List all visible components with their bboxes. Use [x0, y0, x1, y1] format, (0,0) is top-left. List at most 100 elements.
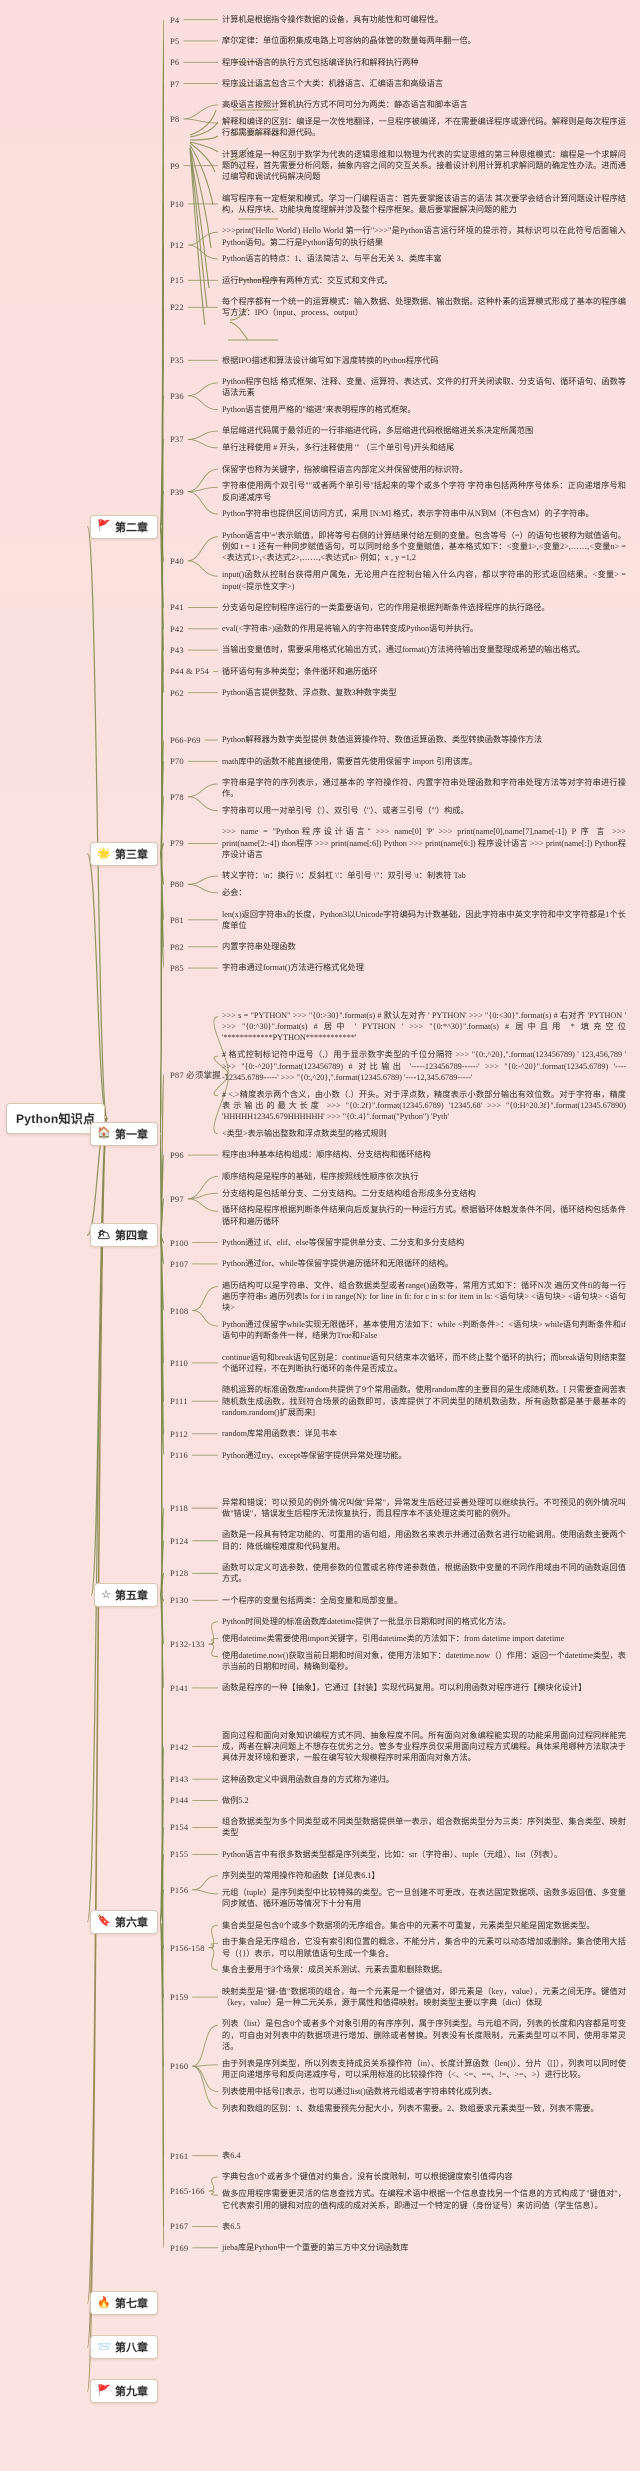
chapter-node-9[interactable]: 🚩 第九章 — [90, 2379, 158, 2404]
chapter-node-5[interactable]: ☆第五章 — [94, 1583, 158, 1608]
page-label: P8 — [170, 113, 180, 124]
leaf-text: 保留字也称为关键字，指被编程语言内部定义并保留使用的标识符。 — [222, 464, 468, 474]
page-label: P154 — [170, 1822, 189, 1833]
leaf-text: 做多应用程序需要更灵活的信息查找方式。在编程术语中根据一个信息查找另一个信息的方… — [222, 2189, 626, 2210]
leaf-text: math库中的函数不能直接使用，需要首先使用保留字 import 引用该库。 — [222, 756, 478, 766]
star-icon: 🌟 — [97, 847, 111, 860]
leaf-text: 由于列表是序列类型，所以列表支持成员关系操作符（in）、长度计算函数（len()… — [222, 2058, 626, 2080]
leaf-text: 循环语句有多种类型；条件循环和遍历循环 — [222, 666, 378, 676]
page-label: P118 — [170, 1503, 188, 1514]
page-label: P81 — [170, 914, 184, 925]
leaf-text: 使用datetime.now()获取当前日期和时间对象，使用方法如下：datet… — [222, 1650, 626, 1671]
leaf-text: random库常用函数表：详见书本 — [222, 1429, 338, 1439]
page-label: P4 — [170, 14, 180, 25]
leaf-text: 根据IPO描述和算法设计编写如下温度转换的Python程序代码 — [222, 355, 439, 365]
leaf-text: 集合类型是包含0个或多个数据项的无序组合。集合中的元素不可重复，元素类型只能是固… — [222, 1920, 595, 1930]
leaf-text: 每个程序都有一个统一的运算模式：输入数据、处理数据、输出数据。这种朴素的运算模式… — [222, 297, 626, 318]
chapter-node-2[interactable]: 🚩第二章 — [90, 514, 158, 539]
root-label: Python知识点 — [16, 1112, 96, 1126]
leaf-text: 列表使用中括号[]表示，也可以通过list()函数将元组或者字符串转化成列表。 — [222, 2086, 497, 2096]
leaf-text: 高级语言按照计算机执行方式不同可分为两类：静态语言和脚本语言 — [222, 100, 468, 110]
page-label: P169 — [170, 2242, 189, 2253]
leaf-text: Python语言中'='表示赋值，即将等号右侧的计算结果付给左侧的变量。包含等号… — [222, 530, 626, 563]
chapter-label-1: 第一章 — [115, 1128, 148, 1141]
red-flag-icon: 🚩 — [97, 2384, 111, 2397]
leaf-text: eval(<字符串>)函数的作用是将输入的字符串转变成Python语句并执行。 — [222, 624, 479, 634]
page-label: P165-166 — [170, 2186, 205, 2197]
chapter-node-8[interactable]: 📨第八章 — [90, 2335, 158, 2360]
leaf-text: continue语句和break语句区别是：continue语句只结束本次循环，… — [222, 1352, 626, 1373]
leaf-text: 单行注释使用 # 开头，多行注释使用 ''' （三个单引号)开头和结尾 — [222, 443, 455, 453]
page-label: P159 — [170, 1992, 189, 2003]
chapter-label-2: 第二章 — [115, 521, 148, 534]
chapter-node-6[interactable]: 🔖第六章 — [90, 1909, 158, 1934]
page-label: P156-158 — [170, 1942, 205, 1953]
page-label: P42 — [170, 623, 184, 634]
page-label: P70 — [170, 756, 184, 767]
page-label: P10 — [170, 198, 184, 209]
page-label: P116 — [170, 1450, 188, 1461]
leaf-text: 内置字符串处理函数 — [222, 942, 296, 952]
chapter-label-9: 第九章 — [115, 2386, 148, 2399]
page-label: P40 — [170, 555, 184, 566]
chapter-node-1[interactable]: 🏠 第一章 — [90, 1121, 158, 1146]
leaf-text: # 格式控制标记符中逗号（,）用于显示数字类型的千位分隔符 >>> "{0:,^… — [222, 1050, 626, 1082]
leaf-text: 必会： — [222, 888, 247, 898]
page-label: P128 — [170, 1568, 189, 1579]
leaf-text: 字典包含0个或者多个键值对约集合，没有长度限制，可以根据键度索引值得内容 — [222, 2172, 513, 2182]
leaf-text: 遍历结构可以是字符串、文件、组合数据类型或者range()函数等，常用方式如下：… — [222, 1280, 626, 1313]
page-label: P130 — [170, 1595, 189, 1606]
chapter-node-4[interactable]: 🌥第四章 — [90, 1223, 158, 1248]
page-label: P100 — [170, 1237, 189, 1248]
page-label: P124 — [170, 1535, 189, 1546]
house-icon: 🏠 — [97, 1127, 111, 1140]
chapter-node-7[interactable]: 🔥第七章 — [90, 2291, 158, 2316]
page-label: P44 & P54 — [170, 666, 210, 677]
page-label: P111 — [170, 1396, 188, 1407]
leaf-text: Python通过for、while等保留字提供遍历循环和无限循环的结构。 — [222, 1259, 454, 1269]
leaf-text: >>> s = "PYTHON" >>> "{0:>30}".format(s)… — [222, 1010, 626, 1043]
page-label: P62 — [170, 687, 184, 698]
leaf-text: 计算思维是一种区别于数学为代表的逻辑思维和以物理为代表的实证思维的第三种思维模式… — [222, 149, 626, 182]
leaf-text: 字符串可以用一对单引号（'）、双引号（"）、或者三引号（'''）构成。 — [222, 806, 469, 816]
leaf-text: 函数可以定义可选参数，使用参数的位置或名称传递参数值，根据函数中变量的不同作用域… — [222, 1563, 626, 1584]
page-label: P108 — [170, 1305, 189, 1316]
leaf-text: Python语言提供整数、浮点数、复数3种数字类型 — [222, 688, 397, 698]
leaf-text: Python通过保留字while实现无限循环，基本使用方法如下：while <判… — [222, 1320, 626, 1341]
leaf-text: 面向过程和面向对象知识编程方式不同、抽象程度不同。所有面向对象编程能实现的功能采… — [222, 1730, 626, 1763]
leaf-text: 一个程序的变量包括两类：全局变量和局部变量。 — [222, 1595, 403, 1605]
leaf-text: Python通过 if、elif、else等保留字提供单分支、二分支和多分支结构 — [222, 1237, 465, 1247]
page-label: P110 — [170, 1357, 188, 1368]
chapter-label-3: 第三章 — [115, 849, 148, 862]
page-label: P82 — [170, 941, 184, 952]
leaf-text: <类型>表示输出整数和浮点数类型的格式规则 — [222, 1129, 387, 1139]
leaf-text: Python字符串也提供区间访问方式，采用 [N:M] 格式，表示字符串中从N到… — [222, 509, 594, 519]
page-label: P22 — [170, 302, 184, 313]
leaf-text: 列表和数组的区别：1、数组需要预先分配大小，列表不需要。2、数组要求元素类型一致… — [222, 2103, 599, 2113]
leaf-text: len(x)返回字符串x的长度，Python3以Unicode字符编码为计数基础… — [222, 909, 626, 930]
page-label: P78 — [170, 791, 184, 802]
page-label: P112 — [170, 1428, 188, 1439]
leaf-text: 字符串通过format()方法进行格式化处理 — [222, 963, 364, 973]
page-label: P97 — [170, 1193, 184, 1204]
leaf-text: 运行Python程序有两种方式：交互式和文件式。 — [222, 275, 393, 285]
page-label: P87 必须掌握 — [170, 1069, 221, 1080]
leaf-text: 程序由3种基本结构组成：顺序结构、分支结构和循环结构 — [222, 1150, 431, 1160]
page-label: P142 — [170, 1741, 189, 1752]
leaf-text: 函数是程序的一种【抽象】，它通过【封装】实现代码复用。可以利用函数对程序进行【模… — [222, 1683, 587, 1693]
page-label: P41 — [170, 602, 184, 613]
chapter-label-4: 第四章 — [115, 1230, 148, 1243]
leaf-text: >>>print('Hello World') Hello World 第一行"… — [222, 226, 626, 247]
page-label: P144 — [170, 1795, 189, 1806]
page-label: P5 — [170, 35, 180, 46]
leaf-text: 表6.4 — [222, 2151, 241, 2161]
chapter-label-6: 第六章 — [115, 1916, 148, 1929]
chapter-node-3[interactable]: 🌟 第三章 — [90, 842, 158, 867]
leaf-text: 组合数据类型为多个同类型或不同类型数据提供单一表示，组合数据类型分为三类：序列类… — [222, 1817, 626, 1838]
page-label: P39 — [170, 486, 184, 497]
leaf-text: 表6.5 — [222, 2221, 241, 2231]
leaf-text: 摩尔定律：单位面积集成电路上可容纳的晶体管的数量每两年翻一倍。 — [222, 36, 476, 46]
paper-plane-icon: 📨 — [97, 2340, 111, 2353]
page-label: P79 — [170, 838, 184, 849]
